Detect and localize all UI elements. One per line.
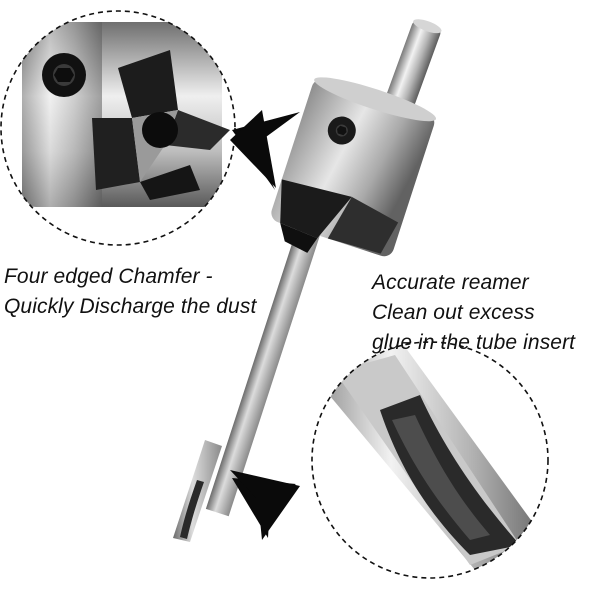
- pointer-arrow-chevron: [230, 110, 300, 190]
- chamfer-caption-line-1: Four edged Chamfer -: [4, 265, 213, 288]
- reamer-tip-callout-circle: [311, 341, 549, 579]
- reamer-caption: Accurate reamer Clean out excess glue in…: [372, 268, 575, 358]
- chamfer-caption: Four edged Chamfer - Quickly Discharge t…: [4, 262, 256, 322]
- reamer-caption-line-1: Accurate reamer: [372, 271, 529, 294]
- reamer-tool: [173, 19, 442, 542]
- chamfer-cutter-callout-circle: [0, 10, 236, 246]
- chamfer-caption-line-2: Quickly Discharge the dust: [4, 295, 257, 318]
- pointer-arrow-chevron: [230, 470, 300, 540]
- reamer-caption-line-3: glue in the tube insert: [372, 331, 576, 354]
- reamer-caption-line-2: Clean out excess: [372, 301, 535, 324]
